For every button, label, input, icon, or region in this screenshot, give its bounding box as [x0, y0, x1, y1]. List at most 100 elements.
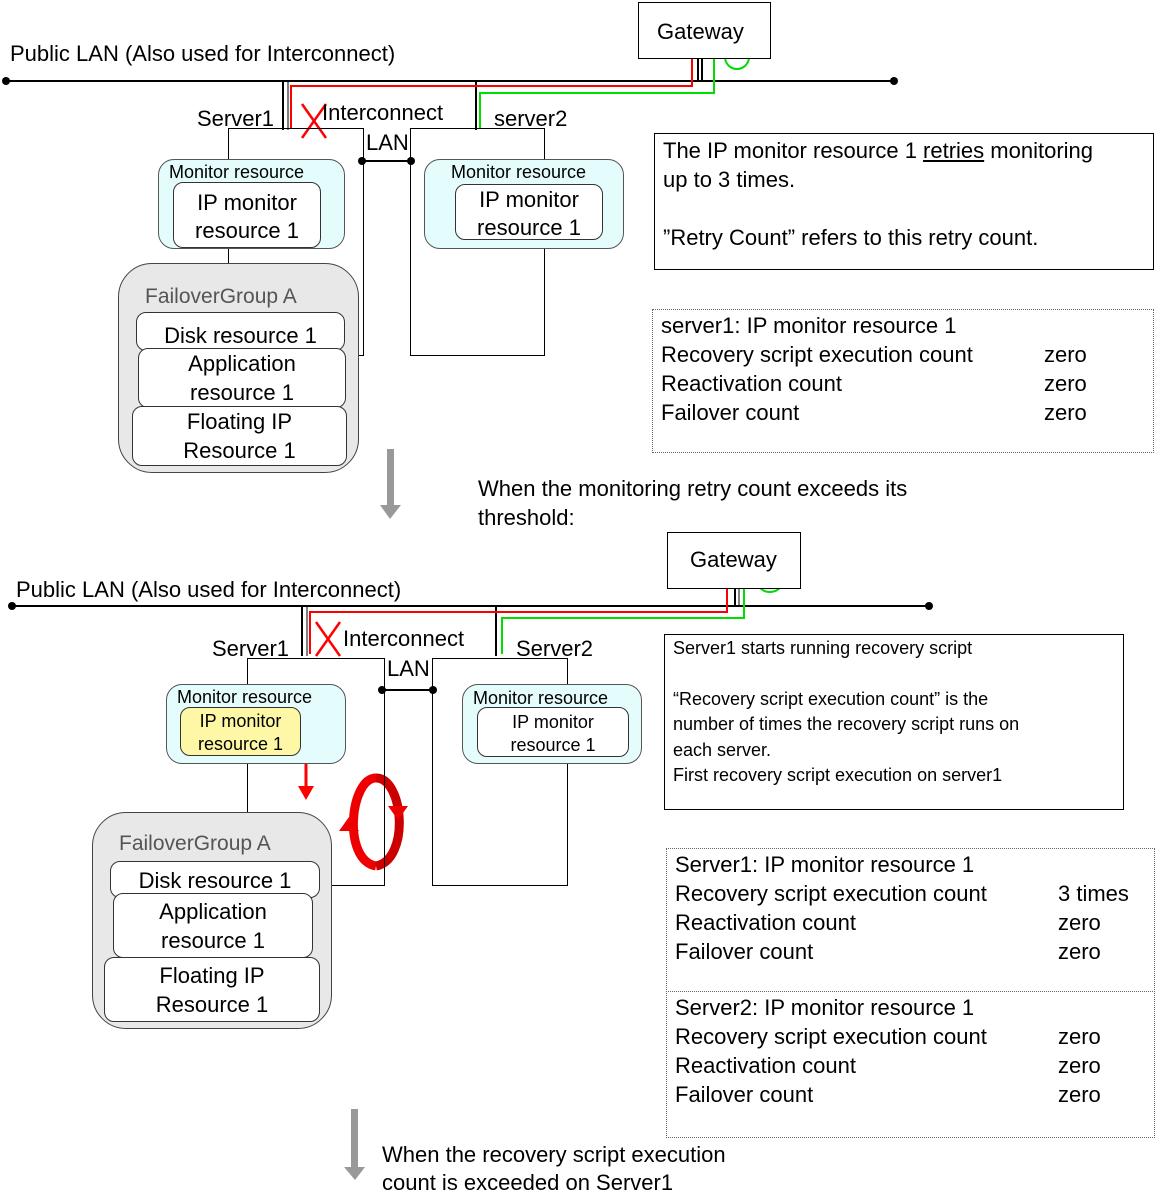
- count-value-recovery: zero: [1044, 342, 1087, 367]
- count-value-reactivation: zero: [1044, 371, 1087, 396]
- count-value-reactivation: zero: [1058, 1053, 1101, 1078]
- recovery-trigger-arrowhead: [298, 786, 314, 800]
- resource-line1: Disk resource 1: [164, 323, 317, 348]
- gateway-box-top: Gateway: [638, 2, 771, 59]
- resource-line2: resource 1: [161, 927, 265, 953]
- note-underlined-term: retries: [923, 138, 985, 163]
- counts-title: server1: IP monitor resource 1: [661, 313, 957, 338]
- application-resource-top[interactable]: Application resource 1: [138, 348, 346, 408]
- interconnect-fail-x-top-b: [300, 103, 328, 139]
- transition1-line1: When the monitoring retry count exceeds …: [478, 476, 908, 501]
- server2-counts-panel-bottom: Server2: IP monitor resource 1 Recovery …: [666, 991, 1155, 1138]
- note-line5: First recovery script execution on serve…: [673, 765, 1003, 785]
- ip-monitor-resource-server1-top[interactable]: IP monitor resource 1: [173, 182, 321, 248]
- transition-caption-2: When the recovery script execution count…: [382, 1141, 726, 1197]
- interconnect-label-top: Interconnect: [322, 100, 444, 125]
- resource-line1: Application: [159, 899, 267, 924]
- transition-caption-1: When the monitoring retry count exceeds …: [478, 474, 907, 532]
- lan-endpoint-left-bottom: [8, 602, 16, 610]
- counts-title: Server2: IP monitor resource 1: [675, 995, 975, 1020]
- count-value-reactivation: zero: [1058, 910, 1101, 935]
- resource-line2: resource 1: [190, 379, 294, 405]
- monitor-title: Monitor resource: [177, 687, 313, 707]
- ip-monitor-line2: resource 1: [197, 733, 284, 754]
- ip-monitor-line1: IP monitor: [479, 187, 579, 212]
- ip-monitor-line1: IP monitor: [199, 711, 282, 731]
- count-label-recovery: Recovery script execution count: [675, 1024, 987, 1049]
- server1-label-bottom: Server1: [212, 636, 290, 661]
- ip-monitor-resource-server2-bottom[interactable]: IP monitor resource 1: [477, 707, 629, 757]
- ip-monitor-line2: resource 1: [477, 214, 581, 240]
- resource-line1: Floating IP: [159, 963, 265, 988]
- ip-monitor-resource-server1-bottom-failing[interactable]: IP monitor resource 1: [180, 707, 301, 756]
- retry-explanation-note: The IP monitor resource 1 retries monito…: [654, 133, 1154, 270]
- count-value-failover: zero: [1058, 1082, 1101, 1107]
- note-line2: up to 3 times.: [663, 167, 796, 192]
- resource-line1: Floating IP: [186, 409, 293, 434]
- note-line1: Server1 starts running recovery script: [673, 638, 973, 658]
- count-label-reactivation: Reactivation count: [661, 371, 842, 396]
- public-lan-label-top: Public LAN (Also used for Interconnect): [10, 41, 396, 66]
- server2-label-bottom: Server2: [516, 636, 594, 661]
- interconnect-node-left-top: [358, 157, 366, 165]
- transition-arrow-2: [344, 1109, 365, 1180]
- counts-title: Server1: IP monitor resource 1: [675, 852, 975, 877]
- server1-monitor-resource-bottom: Monitor resource IP monitor resource 1: [166, 684, 346, 764]
- floating-ip-resource-bottom[interactable]: Floating IP Resource 1: [104, 957, 320, 1022]
- ok-monitor-path-bottom: [501, 582, 745, 654]
- disk-resource-bottom[interactable]: Disk resource 1: [110, 861, 320, 898]
- resource-line1: Application: [188, 351, 296, 376]
- failover-group-title: FailoverGroup A: [119, 832, 271, 855]
- transition2-line2: count is exceeded on Server1: [382, 1170, 674, 1195]
- gateway-label-top: Gateway: [657, 19, 744, 44]
- ip-monitor-line1: IP monitor: [197, 190, 297, 215]
- note-line1-start: The IP monitor resource 1: [663, 138, 924, 163]
- count-label-reactivation: Reactivation count: [675, 910, 856, 935]
- server1-label-top: Server1: [197, 106, 275, 131]
- monitor-title: Monitor resource: [169, 162, 305, 182]
- interconnect-node-right-bottom: [429, 686, 437, 694]
- application-resource-bottom[interactable]: Application resource 1: [113, 893, 313, 958]
- monitor-title: Monitor resource: [473, 688, 609, 708]
- resource-line2: Resource 1: [155, 991, 269, 1017]
- resource-line2: Resource 1: [183, 437, 296, 463]
- failed-monitor-path-bottom: [309, 582, 728, 654]
- server1-monitor-resource-top: Monitor resource IP monitor resource 1: [158, 159, 345, 249]
- note-line1: The IP monitor resource 1 retries monito…: [663, 136, 1145, 165]
- count-label-recovery: Recovery script execution count: [675, 881, 987, 906]
- monitor-title: Monitor resource: [451, 162, 587, 182]
- count-label-failover: Failover count: [661, 400, 800, 425]
- lan-endpoint-right-top: [890, 77, 898, 85]
- ip-monitor-line2: resource 1: [510, 734, 596, 755]
- count-label-failover: Failover count: [675, 939, 814, 964]
- failover-group-top: FailoverGroup A Disk resource 1 Applicat…: [118, 263, 359, 473]
- interconnect-lan-label-bottom: LAN: [387, 656, 430, 681]
- ip-monitor-line2: resource 1: [195, 217, 299, 243]
- interconnect-fail-x-bottom-b: [314, 621, 342, 657]
- failed-monitor-path-top: [290, 52, 693, 128]
- server2-box-bottom: [432, 658, 568, 886]
- disk-resource-top[interactable]: Disk resource 1: [136, 312, 345, 351]
- transition-arrow-1: [380, 449, 401, 519]
- note-line3: number of times the recovery script runs…: [673, 714, 1020, 734]
- note-line1-end: monitoring: [984, 138, 1094, 163]
- floating-ip-resource-top[interactable]: Floating IP Resource 1: [132, 406, 347, 466]
- lan-endpoint-left-top: [2, 77, 10, 85]
- count-value-recovery: zero: [1058, 1024, 1101, 1049]
- interconnect-node-right-top: [407, 157, 415, 165]
- server2-monitor-resource-top: Monitor resource IP monitor resource 1: [424, 159, 624, 249]
- resource-line1: Disk resource 1: [138, 868, 292, 893]
- gateway-label-bottom: Gateway: [690, 547, 777, 572]
- interconnect-lan-label-top: LAN: [366, 130, 409, 155]
- transition2-line1: When the recovery script execution: [382, 1142, 726, 1167]
- ip-monitor-line1: IP monitor: [512, 712, 594, 732]
- note-line4: each server.: [673, 739, 772, 760]
- ip-monitor-resource-server2-top[interactable]: IP monitor resource 1: [455, 184, 603, 240]
- count-label-recovery: Recovery script execution count: [661, 342, 973, 367]
- count-value-recovery: 3 times: [1058, 881, 1129, 906]
- count-value-failover: zero: [1044, 400, 1087, 425]
- server1-counts-panel-bottom: Server1: IP monitor resource 1 Recovery …: [666, 848, 1155, 992]
- failover-group-bottom: FailoverGroup A Disk resource 1 Applicat…: [92, 812, 332, 1029]
- count-value-failover: zero: [1058, 939, 1101, 964]
- lan-endpoint-right-bottom: [925, 602, 933, 610]
